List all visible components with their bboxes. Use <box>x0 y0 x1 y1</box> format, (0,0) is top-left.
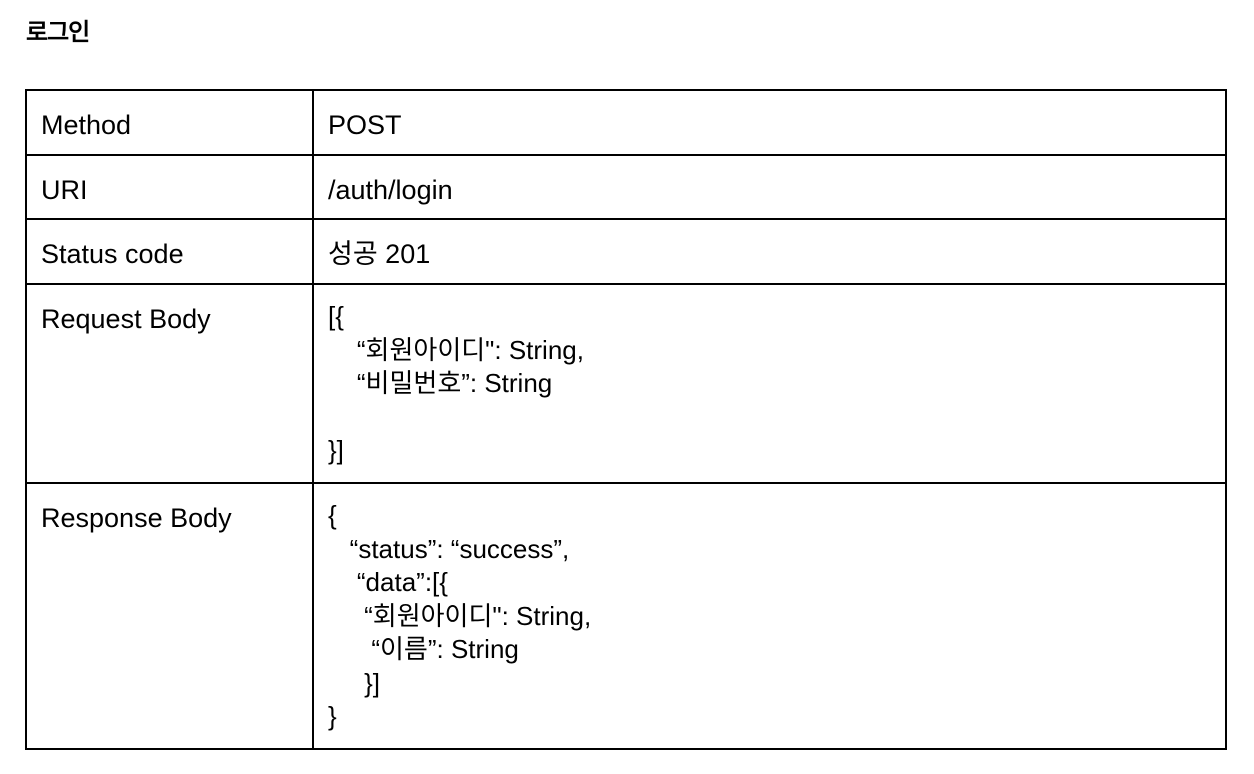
request-body-code: [{ “회원아이디": String, “비밀번호”: String }] <box>328 285 1225 467</box>
request-body-line: “비밀번호”: String <box>328 368 553 398</box>
response-body-line: { <box>328 500 337 530</box>
method-value: POST <box>328 110 402 140</box>
response-body-code: { “status”: “success”, “data”:[{ “회원아이디"… <box>328 484 1225 734</box>
uri-label: URI <box>41 175 88 205</box>
response-body-line: “status”: “success”, <box>328 533 570 564</box>
table-row-response-body: Response Body { “status”: “success”, “da… <box>25 482 1227 750</box>
uri-value: /auth/login <box>328 175 453 205</box>
table-row-method: Method POST <box>25 89 1227 156</box>
table-row-status: Status code 성공 201 <box>25 218 1227 285</box>
status-label-cell: Status code <box>25 218 314 285</box>
method-label-cell: Method <box>25 89 314 156</box>
table-row-request-body: Request Body [{ “회원아이디": String, “비밀번호”:… <box>25 283 1227 484</box>
response-body-label: Response Body <box>41 503 232 533</box>
uri-value-cell: /auth/login <box>312 154 1227 220</box>
response-body-line: }] <box>328 667 381 698</box>
request-body-line: [{ <box>328 301 344 331</box>
request-body-line <box>328 401 1225 434</box>
response-body-line: “data”:[{ <box>328 567 448 597</box>
method-value-cell: POST <box>312 89 1227 156</box>
request-body-line: “회원아이디": String, <box>328 334 584 365</box>
response-label-cell: Response Body <box>25 482 314 750</box>
request-label-cell: Request Body <box>25 283 314 484</box>
status-code-label: Status code <box>41 239 184 269</box>
status-value-cell: 성공 201 <box>312 218 1227 285</box>
api-spec-table: Method POST URI /auth/login Status code … <box>25 89 1227 750</box>
method-label: Method <box>41 110 132 140</box>
request-body-label: Request Body <box>41 304 211 334</box>
request-body-line: }] <box>328 434 344 465</box>
table-row-uri: URI /auth/login <box>25 154 1227 220</box>
response-body-line: “이름”: String <box>328 634 519 664</box>
request-body-cell: [{ “회원아이디": String, “비밀번호”: String }] <box>312 283 1227 484</box>
response-body-line: “회원아이디": String, <box>328 600 592 631</box>
page-title: 로그인 <box>26 18 90 46</box>
response-body-cell: { “status”: “success”, “data”:[{ “회원아이디"… <box>312 482 1227 750</box>
uri-label-cell: URI <box>25 154 314 220</box>
response-body-line: } <box>328 701 337 731</box>
status-code-value: 성공 201 <box>328 239 431 269</box>
